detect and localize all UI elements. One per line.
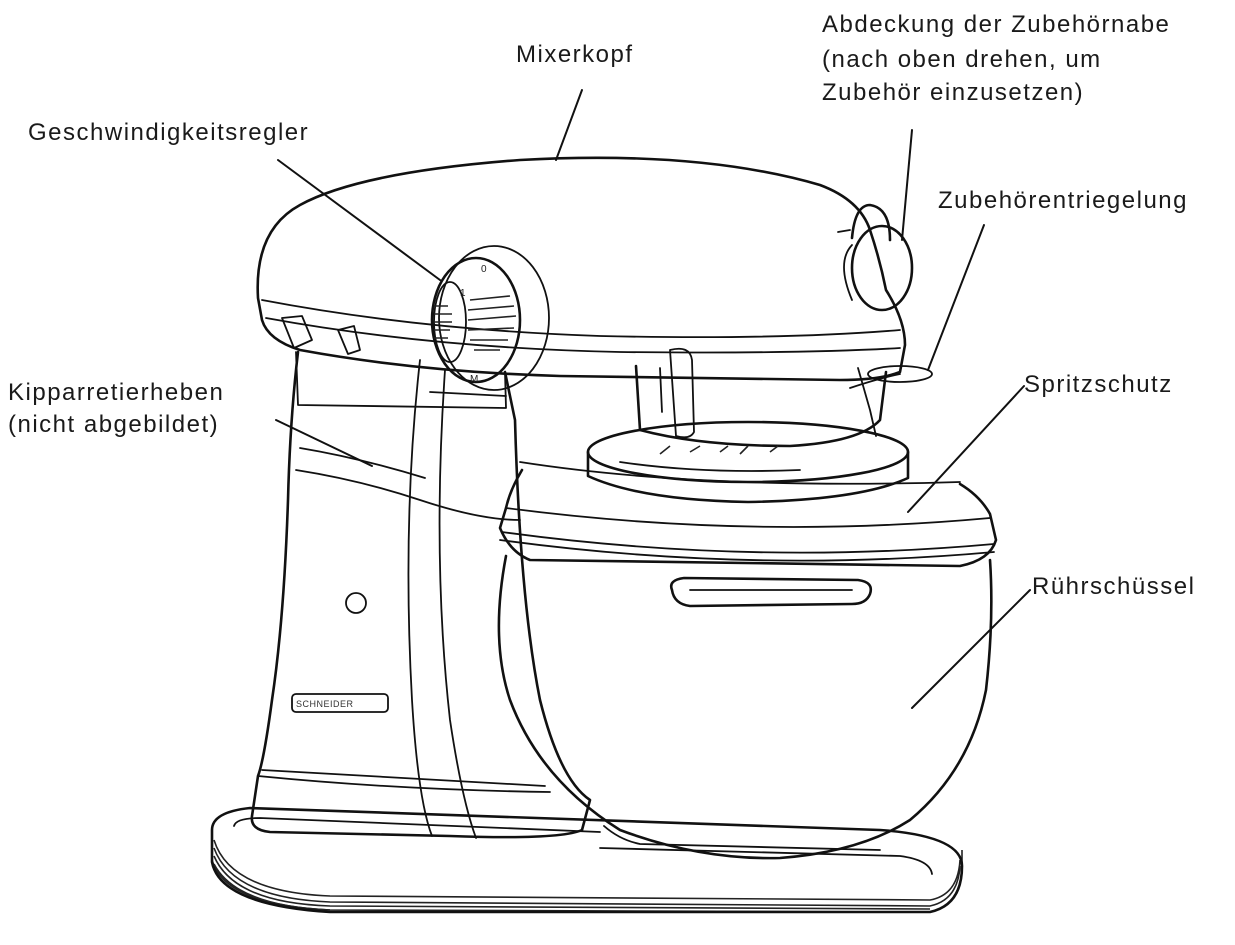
label-mixing-bowl: Rührschüssel (1032, 573, 1196, 600)
brand-logo-text: SCHNEIDER (296, 699, 354, 709)
mixer-body: SCHNEIDER (250, 350, 592, 839)
splash-guard (519, 420, 961, 504)
dial-mark-off: 0 (481, 264, 487, 275)
label-mixer-head: Mixerkopf (516, 41, 634, 68)
leader-splash-guard (907, 385, 1025, 513)
leader-accessory-release (927, 224, 985, 371)
label-accessory-release: Zubehörentriegelung (938, 187, 1188, 214)
leader-speed-control (277, 159, 441, 281)
label-tilt-lever-line1: Kipparretierheben (8, 379, 225, 406)
label-splash-guard: Spritzschutz (1024, 371, 1173, 398)
label-hub-cover-line3: Zubehör einzusetzen) (822, 79, 1085, 106)
leader-mixing-bowl (911, 589, 1031, 709)
label-speed-control: Geschwindigkeitsregler (28, 119, 310, 146)
label-hub-cover-line1: Abdeckung der Zubehörnabe (822, 11, 1171, 38)
leader-hub-cover (901, 129, 913, 241)
label-hub-cover-line2: (nach oben drehen, um (822, 46, 1102, 73)
leader-mixer-head (555, 89, 583, 161)
planetary-housing (634, 347, 933, 448)
speed-dial: 0 1 M (430, 245, 550, 391)
label-tilt-lever-line2: (nicht abgebildet) (8, 411, 220, 438)
dial-mark-one: 1 (460, 288, 466, 299)
base-plate (210, 806, 964, 914)
leader-tilt-lever (275, 419, 373, 467)
accessory-hub-cover (837, 203, 914, 312)
mixing-bowl (497, 468, 998, 860)
dial-mark-m: M (470, 374, 478, 385)
leader-lines (275, 89, 1031, 709)
mixer-head (256, 156, 907, 409)
